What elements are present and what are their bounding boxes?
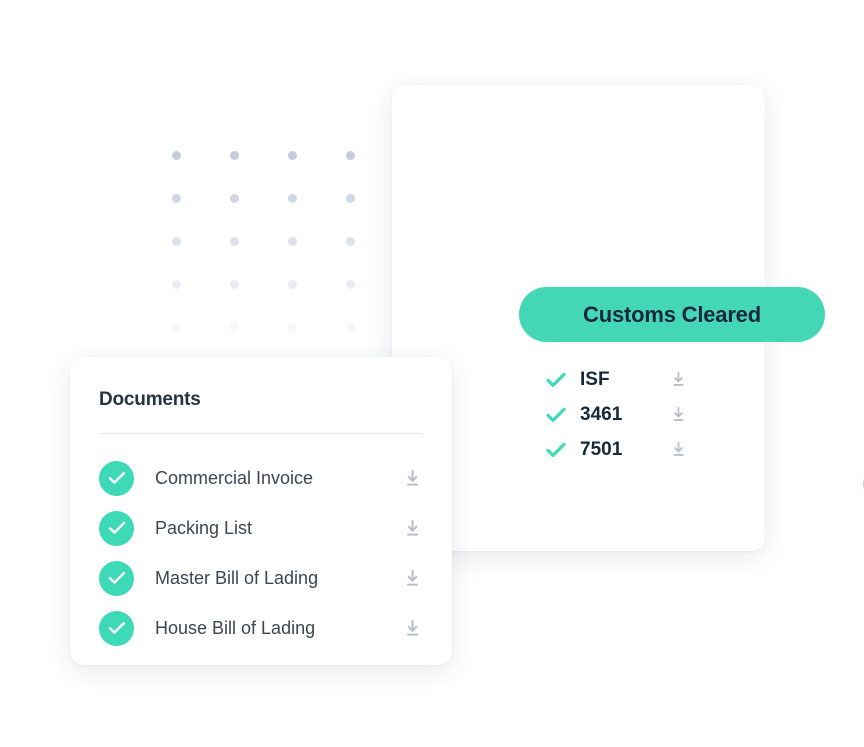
customs-documents-list: ISF 3461 7501 (546, 362, 688, 467)
grid-dot (288, 323, 297, 332)
document-list-item: Commercial Invoice (99, 453, 423, 503)
check-icon (546, 372, 570, 388)
customs-document-row: 3461 (546, 397, 688, 432)
grid-dot (230, 194, 239, 203)
grid-dot (172, 323, 181, 332)
grid-dot (172, 151, 181, 160)
download-icon[interactable] (401, 519, 423, 538)
grid-dot (346, 237, 355, 246)
grid-dot (346, 280, 355, 289)
document-list-item: House Bill of Lading (99, 603, 423, 653)
grid-dot (230, 237, 239, 246)
grid-dot (230, 323, 239, 332)
customs-document-row: 7501 (546, 432, 688, 467)
grid-dot (346, 323, 355, 332)
current-step-pill[interactable]: Customs Cleared (519, 287, 825, 342)
documents-card-title: Documents (99, 389, 201, 410)
grid-dot (230, 280, 239, 289)
download-icon[interactable] (401, 619, 423, 638)
grid-dot (172, 280, 181, 289)
customs-document-name: 3461 (580, 403, 623, 425)
grid-dot (288, 237, 297, 246)
check-circle-icon (99, 560, 134, 596)
grid-dot (288, 151, 297, 160)
document-name: Commercial Invoice (155, 467, 314, 488)
customs-document-row: ISF (546, 362, 688, 397)
document-list-item: Master Bill of Lading (99, 553, 423, 603)
dot-grid-decoration (172, 151, 368, 341)
grid-dot (346, 151, 355, 160)
check-circle-icon (99, 510, 134, 546)
check-icon (546, 442, 570, 458)
document-name: Packing List (155, 517, 253, 538)
grid-dot (172, 237, 181, 246)
check-icon (546, 407, 570, 423)
documents-divider (99, 433, 422, 434)
download-icon[interactable] (668, 371, 688, 388)
grid-dot (172, 194, 181, 203)
customs-document-name: 7501 (580, 438, 623, 460)
check-circle-icon (99, 610, 134, 646)
grid-dot (288, 280, 297, 289)
current-step-label: Customs Cleared (583, 301, 761, 327)
grid-dot (288, 194, 297, 203)
customs-document-name: ISF (580, 368, 610, 390)
document-name: Master Bill of Lading (155, 567, 319, 588)
grid-dot (230, 151, 239, 160)
check-circle-icon (99, 460, 134, 496)
download-icon[interactable] (401, 469, 423, 488)
grid-dot (346, 194, 355, 203)
document-list-item: Packing List (99, 503, 423, 553)
document-name: House Bill of Lading (155, 617, 316, 638)
download-icon[interactable] (668, 441, 688, 458)
download-icon[interactable] (668, 406, 688, 423)
download-icon[interactable] (401, 569, 423, 588)
